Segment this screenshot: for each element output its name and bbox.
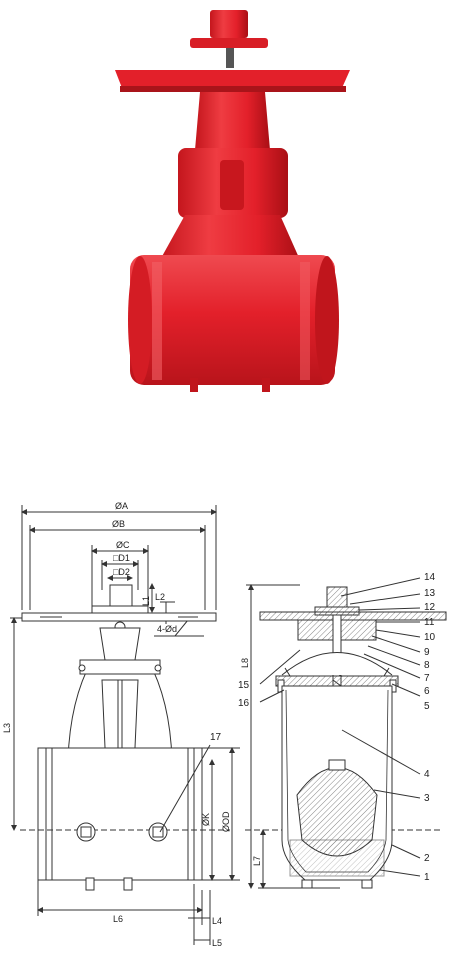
part-numbers: 14 13 12 11 10 9 8 7 6 5 4 3 2 1 15 16 1… (210, 572, 436, 883)
part-15: 15 (238, 680, 250, 691)
dimension-view (10, 505, 240, 945)
part-16: 16 (238, 698, 250, 709)
part-6: 6 (424, 686, 430, 697)
dim-l2: L2 (155, 592, 165, 602)
part-12: 12 (424, 602, 436, 613)
part-10: 10 (424, 632, 436, 643)
dim-l8: L8 (240, 658, 250, 668)
part-9: 9 (424, 647, 430, 658)
dim-l1: L1 (141, 596, 151, 606)
dim-d1: □D1 (113, 553, 130, 563)
part-5: 5 (424, 701, 430, 712)
part-3: 3 (424, 793, 430, 804)
part-7: 7 (424, 673, 430, 684)
part-8: 8 (424, 660, 430, 671)
part-14: 14 (424, 572, 436, 583)
part-17: 17 (210, 732, 222, 743)
dim-l6: L6 (113, 914, 123, 924)
dim-c: ØC (116, 540, 130, 550)
dim-l3: L3 (2, 723, 12, 733)
dim-l7: L7 (252, 856, 262, 866)
section-view (245, 577, 447, 889)
valve-photo (115, 10, 350, 392)
dim-od: ØOD (221, 811, 231, 832)
part-1: 1 (424, 872, 430, 883)
dim-l5: L5 (212, 938, 222, 948)
part-4: 4 (424, 769, 430, 780)
part-11: 11 (424, 617, 435, 628)
dim-l4: L4 (212, 916, 222, 926)
dim-d: 4-Ød (157, 624, 177, 634)
dimension-labels: ØA ØB ØC □D1 □D2 L1 L2 4-Ød L3 ØK ØOD L4… (2, 501, 262, 948)
dim-a: ØA (115, 501, 128, 511)
dim-b: ØB (112, 519, 125, 529)
part-2: 2 (424, 853, 430, 864)
dim-k: ØK (201, 813, 211, 826)
dim-d2: □D2 (113, 567, 130, 577)
part-13: 13 (424, 588, 436, 599)
